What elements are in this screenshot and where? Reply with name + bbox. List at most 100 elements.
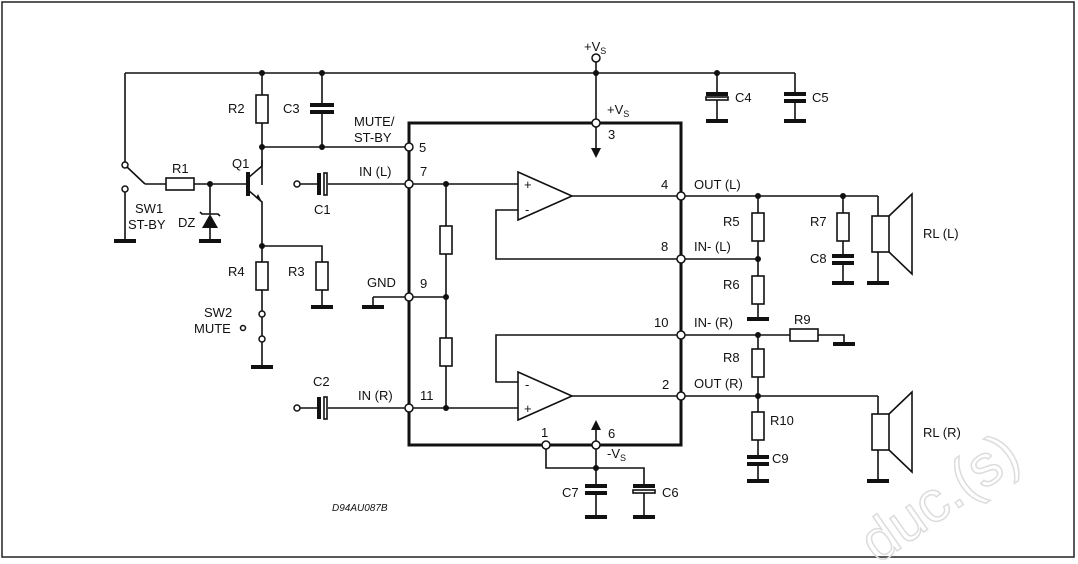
dz-diode [202,214,218,228]
pin6-arrow-head [591,420,601,430]
r7-label: R7 [810,214,827,229]
pin3-arrow-head [591,148,601,158]
r2-label: R2 [228,101,245,116]
r7-resistor [836,212,850,242]
sw2-contact [258,335,266,343]
internal-wires [413,183,518,409]
sw1-label-2: ST-BY [128,217,166,232]
speaker-left-cone [888,192,913,276]
rl-r-label: RL (R) [923,425,961,440]
speaker-left-magnet [871,215,890,253]
sw1-contact [121,185,129,193]
c1-plate2 [323,172,328,196]
fb-r-internal [495,334,677,383]
sw2-contact [258,310,266,318]
pin5-terminal [404,142,414,152]
vs-terminal [591,53,601,63]
r3-resistor [315,261,329,291]
c4-label: C4 [735,90,752,105]
junction-dot [443,405,449,411]
fb-l-internal [495,209,677,260]
in-r-fb-wire [685,334,845,343]
q1-emitter-arrow [256,194,262,202]
pin3-terminal [591,118,601,128]
opamp-right-plus: + [524,401,532,416]
pin10-number: 10 [654,315,668,330]
pin2-number: 2 [662,377,669,392]
c8-label: C8 [810,251,827,266]
r3-wire [262,245,323,306]
c5-plates [784,92,806,103]
c1-label: C1 [314,202,331,217]
r6-resistor [751,275,765,305]
junction-dot [755,256,761,262]
dz-label: DZ [178,215,195,230]
junction-dot [319,144,325,150]
r8-label: R8 [723,350,740,365]
r4-label: R4 [228,264,245,279]
pin6-number: 6 [608,426,615,441]
junction-dot [593,465,599,471]
c7-label: C7 [562,485,579,500]
r8-resistor [751,348,765,378]
q1-leads [247,160,263,246]
vs-pin-label: +VS [607,102,629,119]
r5-label: R5 [723,214,740,229]
in-l-terminal [293,180,301,188]
pin8-number: 8 [661,239,668,254]
pin8-terminal [676,254,686,264]
c5-label: C5 [812,90,829,105]
pin3-number: 3 [608,127,615,142]
pin4-terminal [676,191,686,201]
opamp-right-minus: - [525,377,529,392]
c6-label: C6 [662,485,679,500]
c4-plate2 [705,96,729,101]
neg-supply-wires [545,449,645,516]
opamp-left [517,170,574,222]
c2-label: C2 [313,374,330,389]
junction-dot [443,181,449,187]
opamp-left-minus: - [525,202,529,217]
speaker-right-cone [888,390,913,474]
r1-label: R1 [172,161,189,176]
junction-dot [443,294,449,300]
r9-resistor [789,328,819,342]
pin7-number: 7 [420,164,427,179]
mute-stby-label-2: ST-BY [354,130,392,145]
pin7-terminal [404,179,414,189]
junction-dot [259,144,265,150]
r2-resistor [255,94,269,124]
out-r-label: OUT (R) [694,376,743,391]
r10-label: R10 [770,413,794,428]
c3-label: C3 [283,101,300,116]
pin1-number: 1 [541,425,548,440]
pin11-terminal [404,403,414,413]
out-l-label: OUT (L) [694,177,741,192]
sw1-label-1: SW1 [135,201,163,216]
sw1-contact [121,161,129,169]
c9-plates [747,455,769,466]
neg-vs-label: -VS [607,446,626,463]
q1-label: Q1 [232,156,249,171]
rl-l-label: RL (L) [923,226,959,241]
r6-label: R6 [723,277,740,292]
pin10-terminal [676,330,686,340]
pin6-terminal [591,440,601,450]
c7-plates [585,484,607,495]
c2-plate2 [323,396,328,420]
sw2-label-2: MUTE [194,321,231,336]
c9-label: C9 [772,451,789,466]
vs-top-label: +VS [584,39,606,56]
bias-resistor-upper [439,225,453,255]
pin9-number: 9 [420,276,427,291]
pin2-terminal [676,391,686,401]
sw1-lever [126,166,146,185]
pin4-number: 4 [661,177,668,192]
gnd-label: GND [367,275,396,290]
drawing-code: D94AU087B [332,503,388,514]
r10-resistor [751,411,765,441]
r5-resistor [751,212,765,242]
in-r-label: IN (R) [358,388,393,403]
